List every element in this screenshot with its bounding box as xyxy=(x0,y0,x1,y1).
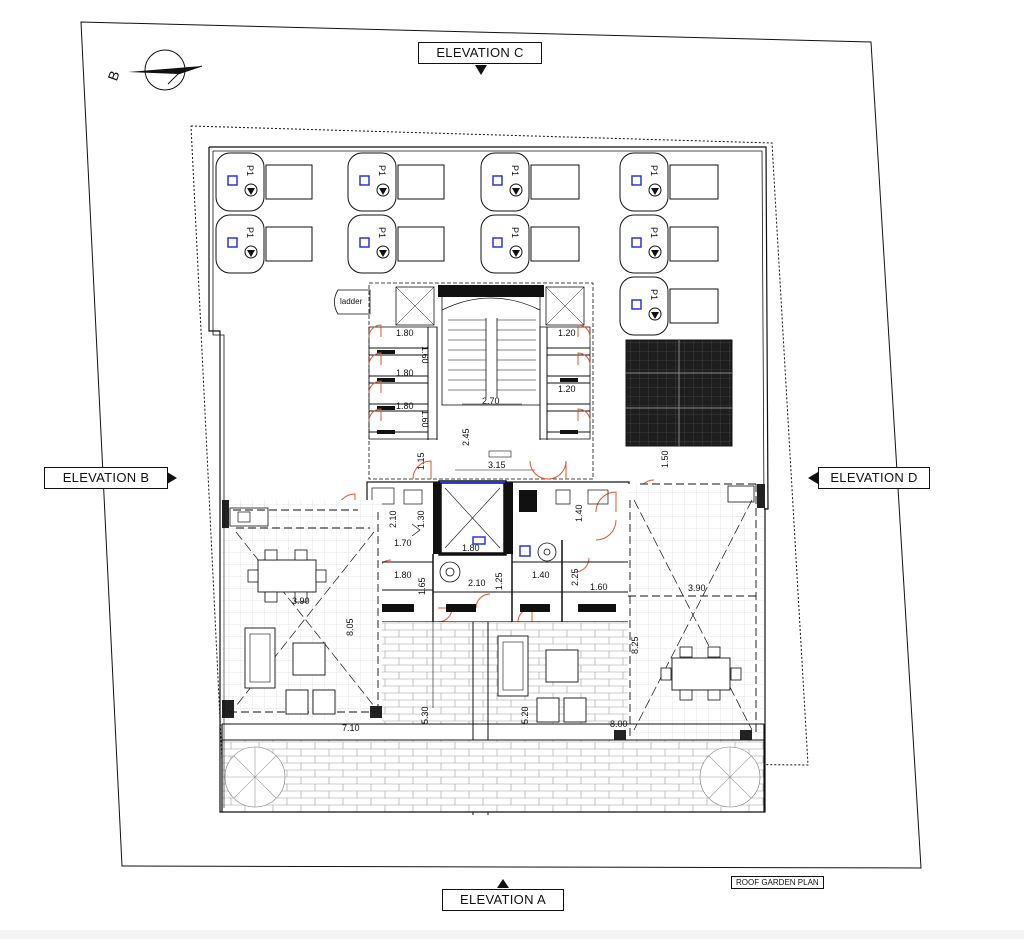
site-boundary xyxy=(80,21,922,869)
parking-label: P1 xyxy=(510,165,520,176)
dim-label: 1.80 xyxy=(396,368,414,378)
dim-label: 2.10 xyxy=(388,510,398,528)
dim-label: 1.15 xyxy=(416,452,426,470)
dim-label: 1.40 xyxy=(532,570,550,580)
dim-label: 1.70 xyxy=(394,538,412,548)
parking-space xyxy=(619,214,719,274)
parking-space xyxy=(619,276,719,336)
storage-rooms-right xyxy=(539,326,591,440)
dim-label: 5.20 xyxy=(520,706,530,724)
dim-label: 1.25 xyxy=(494,572,504,590)
parking-labels: P1 P1 P1 P1 P1 P1 P1 P1 P1 xyxy=(245,165,659,300)
elevation-markers xyxy=(167,65,818,888)
parking-spaces xyxy=(215,152,719,336)
dim-label: 8.25 xyxy=(630,636,640,654)
dim-label: 3.90 xyxy=(688,583,706,593)
dim-label: 1.60 xyxy=(590,582,608,592)
north-label: B xyxy=(104,68,122,82)
lower-walls xyxy=(219,500,766,813)
solar-panel-array xyxy=(625,339,733,447)
dim-label: 2.70 xyxy=(482,396,500,406)
dim-label: 1.60 xyxy=(420,346,430,364)
parking-space xyxy=(347,214,445,274)
parking-label: P1 xyxy=(649,227,659,238)
core-block xyxy=(366,480,630,623)
dim-label: 1.65 xyxy=(417,577,427,595)
parking-label: P1 xyxy=(649,165,659,176)
dim-label: 1.80 xyxy=(394,570,412,580)
ladder-label: ladder xyxy=(340,297,363,306)
parking-label: P1 xyxy=(649,289,659,300)
stair-core xyxy=(368,282,594,480)
dim-label: 8.00 xyxy=(610,719,628,729)
dim-label: 7.10 xyxy=(342,723,360,733)
parking-label: P1 xyxy=(245,165,255,176)
parking-label: P1 xyxy=(377,227,387,238)
dim-label: 1.20 xyxy=(558,328,576,338)
dim-label: 3.15 xyxy=(488,460,506,470)
parking-space xyxy=(619,152,719,212)
terrace-right xyxy=(614,483,765,742)
dim-label: 1.60 xyxy=(420,410,430,428)
dim-label: 2.45 xyxy=(461,428,471,446)
bottom-strip xyxy=(0,930,1024,939)
parking-label: P1 xyxy=(510,227,520,238)
dim-label: 5.30 xyxy=(420,706,430,724)
dim-label: 1.20 xyxy=(558,384,576,394)
parking-space xyxy=(480,152,580,212)
north-arrow-icon: B xyxy=(104,49,203,91)
elevation-a-label: ELEVATION A xyxy=(442,889,564,911)
central-courtyard xyxy=(382,622,628,815)
parking-space xyxy=(215,214,313,274)
parking-space xyxy=(347,152,445,212)
plot-dotted-line xyxy=(190,125,809,766)
dim-label: 1.50 xyxy=(660,450,670,468)
dim-label: 1.80 xyxy=(462,543,480,553)
dimension-labels: 1.80 1.80 1.80 1.20 1.20 1.60 1.60 2.70 … xyxy=(292,328,706,733)
storage-rooms-left xyxy=(368,326,438,440)
terrace-left xyxy=(222,500,382,720)
dim-label: 3.90 xyxy=(292,596,310,606)
dim-label: 1.80 xyxy=(396,328,414,338)
ladder: ladder xyxy=(334,289,371,315)
elevation-b-label: ELEVATION B xyxy=(44,467,168,489)
elevation-d-label: ELEVATION D xyxy=(818,467,930,489)
dim-label: 8.05 xyxy=(345,618,355,636)
parking-label: P1 xyxy=(377,165,387,176)
dim-label: 2.25 xyxy=(570,568,580,586)
garden-strip xyxy=(221,723,766,813)
parking-label: P1 xyxy=(245,227,255,238)
elevation-c-label: ELEVATION C xyxy=(418,42,542,64)
dim-label: 1.30 xyxy=(416,510,426,528)
parking-space xyxy=(215,152,313,212)
parking-space xyxy=(480,214,580,274)
dim-label: 1.40 xyxy=(574,504,584,522)
dim-label: 2.10 xyxy=(468,578,486,588)
plan-title: ROOF GARDEN PLAN xyxy=(731,876,824,889)
dim-label: 1.80 xyxy=(396,401,414,411)
